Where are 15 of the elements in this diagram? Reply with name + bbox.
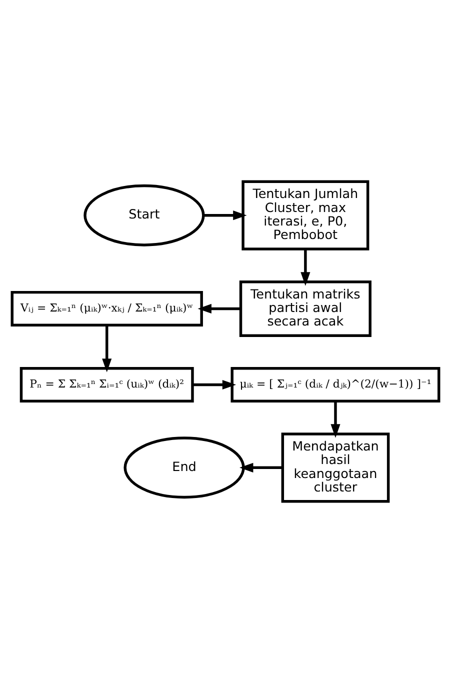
arrow (300, 248, 310, 286)
arrow (102, 324, 112, 372)
arrow (204, 210, 247, 220)
arrow (330, 400, 340, 438)
node-box: μᵢₖ = [ Σⱼ₌₁ᶜ (dᵢₖ / dⱼₖ)^(2/(w−1)) ]⁻¹ (230, 366, 440, 402)
arrow (192, 379, 236, 390)
node-box: Mendapatkan hasil keanggotaan cluster (281, 432, 390, 502)
node-ellipse: Start (84, 184, 205, 246)
node-box: Tentukan matriks partisi awal secara acak (239, 280, 372, 336)
node-box: Tentukan Jumlah Cluster, max iterasi, e, P0, Pembobot (242, 180, 370, 250)
node-box: Pₙ = Σ Σₖ₌₁ⁿ Σᵢ₌₁ᶜ (uᵢₖ)ʷ (dᵢₖ)² (20, 366, 194, 402)
node-box: Vᵢⱼ = Σₖ₌₁ⁿ (μᵢₖ)ʷ·xₖⱼ / Σₖ₌₁ⁿ (μᵢₖ)ʷ (10, 290, 203, 326)
arrow (240, 462, 282, 472)
arrow (198, 303, 241, 313)
node-ellipse: End (124, 436, 245, 498)
